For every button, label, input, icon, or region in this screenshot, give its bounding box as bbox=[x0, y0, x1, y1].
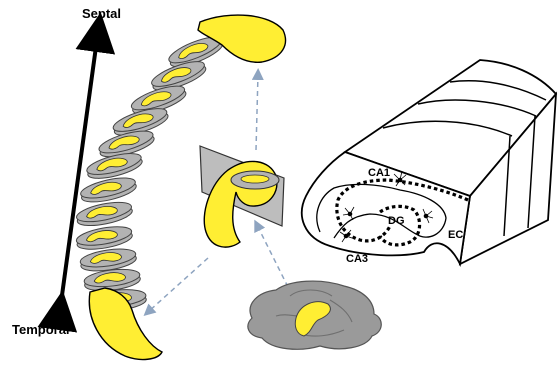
ca1-label: CA1 bbox=[368, 167, 390, 179]
temporal-pole-segment bbox=[89, 288, 162, 359]
ec-label: EC bbox=[448, 229, 463, 241]
hippocampal-slice bbox=[79, 174, 138, 206]
dg-label: DG bbox=[388, 215, 405, 227]
neuron-ca3-lower bbox=[344, 234, 349, 239]
neuron-ca3-upper bbox=[348, 212, 353, 217]
septal-label: Septal bbox=[82, 6, 121, 21]
temporal-label: Temporal bbox=[12, 322, 70, 337]
neuron-ca1 bbox=[398, 178, 403, 183]
arrow-to-septal bbox=[256, 74, 258, 150]
arrow-to-temporal bbox=[148, 258, 208, 312]
hippocampal-block bbox=[302, 60, 556, 264]
neuron-ec bbox=[424, 214, 429, 219]
ca3-label: CA3 bbox=[346, 253, 368, 265]
hippocampal-slice bbox=[75, 223, 134, 252]
hippocampal-slice bbox=[75, 199, 134, 230]
rodent-brain bbox=[248, 281, 381, 349]
central-slice-inner bbox=[241, 175, 269, 183]
